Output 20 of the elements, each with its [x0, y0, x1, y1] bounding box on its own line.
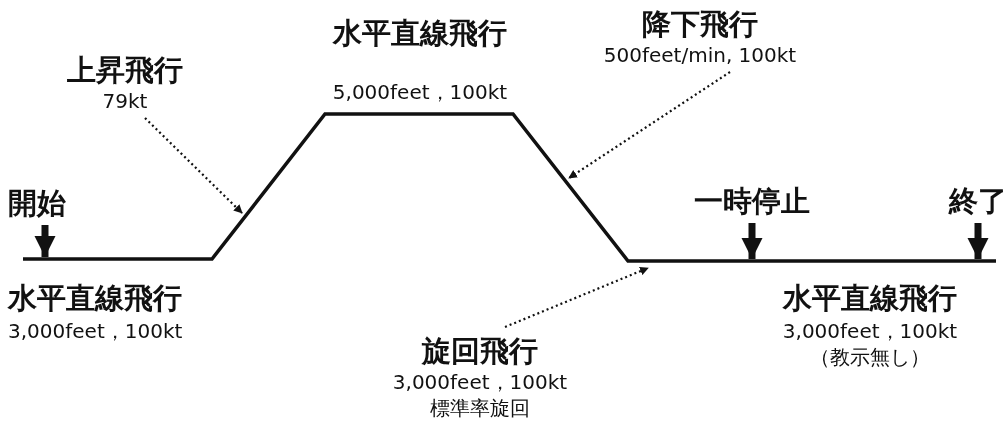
callout-title: 旋回飛行	[422, 333, 538, 369]
segment-title: 水平直線飛行	[331, 15, 508, 51]
callout-detail: 500feet/min, 100kt	[603, 42, 797, 68]
segment-detail: 3,000feet，100kt	[8, 318, 184, 344]
callout-detail: 標準率旋回	[430, 395, 530, 421]
segment-detail: 5,000feet，100kt	[331, 79, 509, 105]
callout-detail: 79kt	[102, 88, 148, 114]
segment-detail: 3,000feet，100kt	[781, 318, 959, 344]
callout-title: 一時停止	[694, 183, 810, 219]
segment-title: 水平直線飛行	[8, 280, 183, 316]
callout-detail: 3,000feet，100kt	[392, 369, 568, 395]
segment-detail: （教示無し）	[809, 344, 931, 370]
segment-title: 水平直線飛行	[781, 280, 958, 316]
callout-title: 上昇飛行	[67, 52, 183, 88]
leader-arrow	[504, 266, 649, 328]
leader-arrow	[144, 117, 243, 214]
callout-title: 降下飛行	[642, 6, 758, 42]
leader-arrow	[568, 71, 731, 179]
callout-title: 終了	[949, 183, 1006, 219]
callout-title: 開始	[8, 185, 66, 221]
